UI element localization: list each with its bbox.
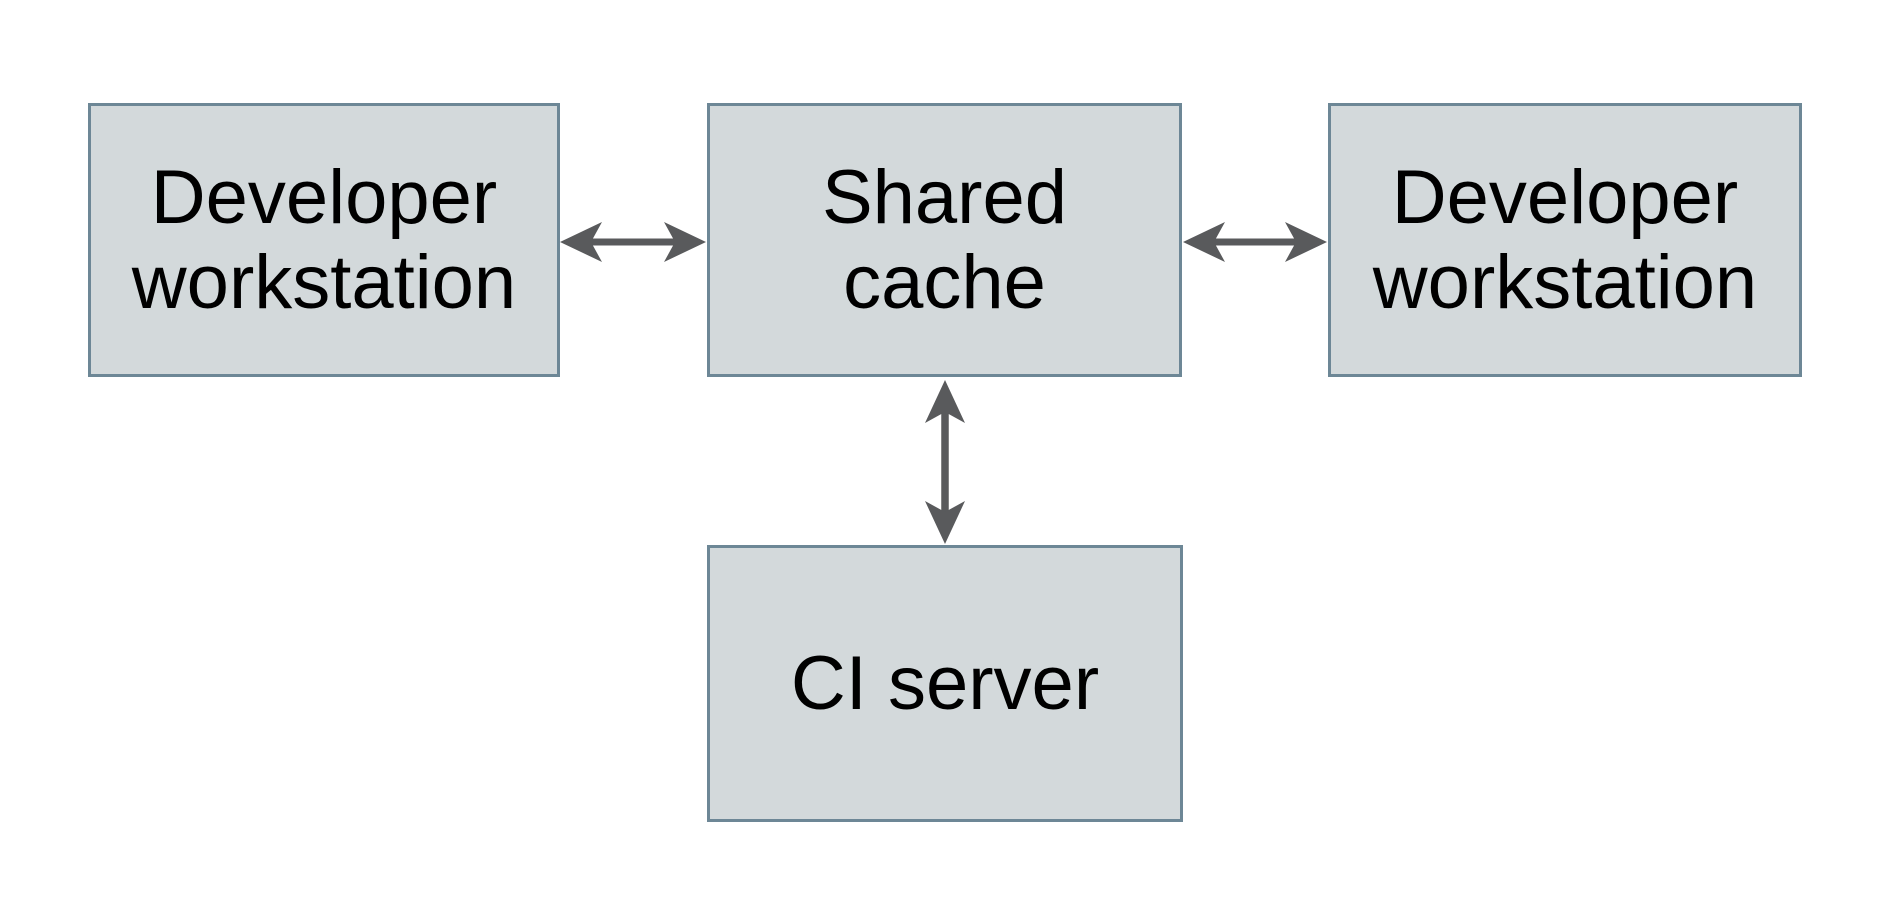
node-label-line: cache — [843, 240, 1046, 325]
arrowhead-right-icon — [664, 222, 706, 262]
arrowhead-right-icon — [1285, 222, 1327, 262]
bidirectional-arrow-cache-right-workstation — [1183, 222, 1327, 262]
bidirectional-arrow-left-workstation-cache — [560, 222, 706, 262]
node-label-line: CI server — [790, 640, 1100, 726]
node-developer-workstation-left: Developer workstation — [88, 103, 560, 377]
node-developer-workstation-right: Developer workstation — [1328, 103, 1802, 377]
bidirectional-arrow-cache-ci-server — [925, 380, 965, 544]
node-shared-cache: Shared cache — [707, 103, 1182, 377]
node-label-line: Shared — [821, 154, 1068, 240]
arrowhead-left-icon — [1183, 222, 1225, 262]
node-label-line: Developer — [1391, 154, 1739, 240]
node-label-line: workstation — [131, 240, 517, 325]
node-label-line: workstation — [1372, 240, 1758, 325]
arrowhead-left-icon — [560, 222, 602, 262]
arrowhead-up-icon — [925, 380, 965, 423]
node-label-line: Developer — [150, 154, 498, 240]
arrowhead-down-icon — [925, 501, 965, 544]
node-ci-server: CI server — [707, 545, 1183, 822]
